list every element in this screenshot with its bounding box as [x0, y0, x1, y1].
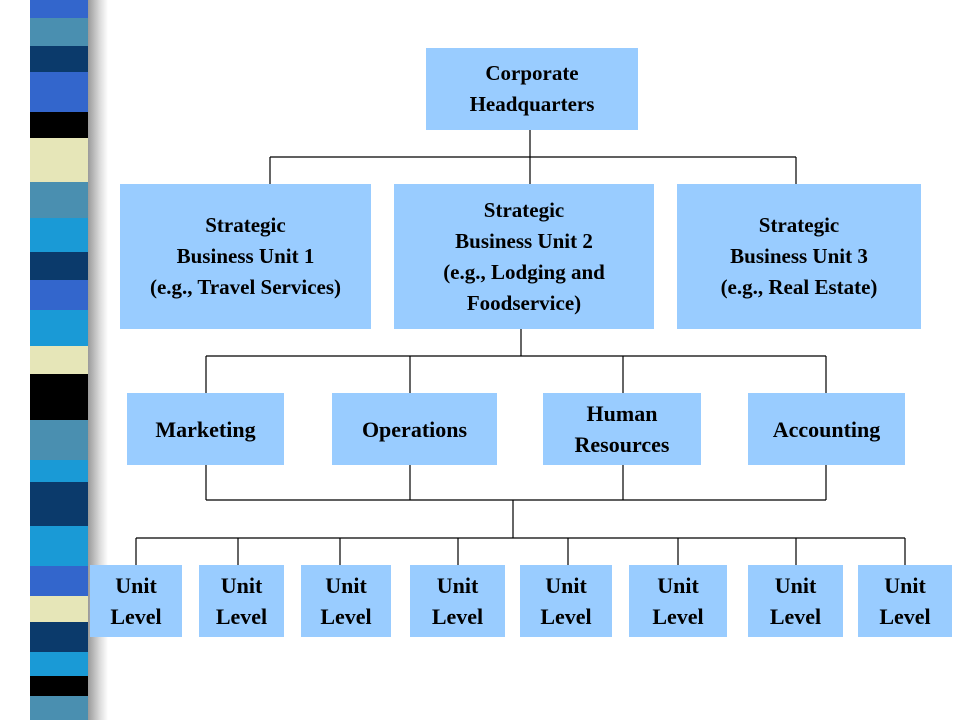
box-text-line: Unit	[884, 573, 926, 598]
stripe-block	[30, 280, 88, 310]
stripe-shadow	[88, 0, 108, 720]
stripe-block	[30, 622, 88, 652]
box-text-line: Accounting	[772, 416, 881, 442]
stripe-block	[30, 218, 88, 252]
box-text-line: Unit	[115, 573, 157, 598]
stripe-block	[30, 112, 88, 138]
box-text-line: Business Unit 2	[455, 228, 593, 253]
box-text-line: Strategic	[483, 197, 565, 222]
decorative-stripe	[30, 0, 88, 720]
box-text-line: Unit	[657, 573, 699, 598]
box-text-line: (e.g., Travel Services)	[149, 275, 342, 299]
box-text-line: Business Unit 1	[176, 244, 315, 268]
stripe-block	[30, 566, 88, 596]
stripe-block	[30, 252, 88, 282]
stripe-block	[30, 46, 88, 72]
stripe-block	[30, 18, 88, 46]
stripe-block	[30, 460, 88, 482]
box-text-line: Level	[652, 604, 704, 629]
stripe-block	[30, 138, 88, 182]
stripe-block	[30, 482, 88, 526]
stripe-block	[30, 346, 88, 374]
stripe-block	[30, 652, 88, 676]
box-text-line: Unit	[220, 573, 263, 598]
stripe-block	[30, 596, 88, 622]
strategic-business-unit-3-box: Strategic Business Unit 3 (e.g., Real Es…	[677, 184, 921, 329]
box-text-line: Resources	[574, 432, 670, 457]
marketing-box: Marketing	[127, 393, 284, 465]
stripe-block	[30, 696, 88, 720]
stripe-block	[30, 526, 88, 566]
operations-box: Operations	[332, 393, 497, 465]
box-text-line: Level	[110, 604, 162, 629]
box-text-line: Foodservice)	[466, 290, 582, 315]
stripe-block	[30, 72, 88, 112]
stripe-block	[30, 676, 88, 696]
box-text-line: Unit	[325, 573, 367, 598]
stripe-block	[30, 374, 88, 420]
box-text-line: Level	[769, 604, 822, 629]
box-text-line: Level	[215, 604, 268, 629]
stripe-block	[30, 420, 88, 460]
human-resources-box: Human Resources	[543, 393, 701, 465]
box-text-line: Corporate	[485, 61, 579, 85]
box-text-line: Operations	[361, 416, 468, 442]
box-text-line: Level	[320, 604, 372, 629]
box-text-line: Human	[586, 401, 658, 426]
box-text-line: Strategic	[205, 213, 286, 237]
box-text-line: Business Unit 3	[730, 244, 868, 268]
box-text-line: Unit	[774, 573, 817, 598]
box-text-line: Level	[431, 604, 484, 629]
box-text-line: Level	[540, 604, 592, 629]
strategic-business-unit-2-box: Strategic Business Unit 2 (e.g., Lodging…	[394, 184, 654, 329]
box-text-line: Unit	[545, 573, 587, 598]
box-text-line: Strategic	[758, 213, 840, 237]
stripe-block	[30, 310, 88, 346]
stripe-block	[30, 182, 88, 218]
box-text-line: (e.g., Real Estate)	[720, 275, 878, 299]
box-text-line: (e.g., Lodging and	[443, 259, 605, 284]
box-text-line: Marketing	[155, 416, 256, 442]
box-text-line: Level	[879, 604, 931, 629]
box-text-line: Headquarters	[469, 92, 595, 116]
box-text-line: Unit	[436, 573, 479, 598]
stripe-block	[30, 0, 88, 18]
strategic-business-unit-1-box: Strategic Business Unit 1 (e.g., Travel …	[120, 184, 371, 329]
accounting-box: Accounting	[748, 393, 905, 465]
corporate-headquarters-box: Corporate Headquarters	[426, 48, 638, 130]
